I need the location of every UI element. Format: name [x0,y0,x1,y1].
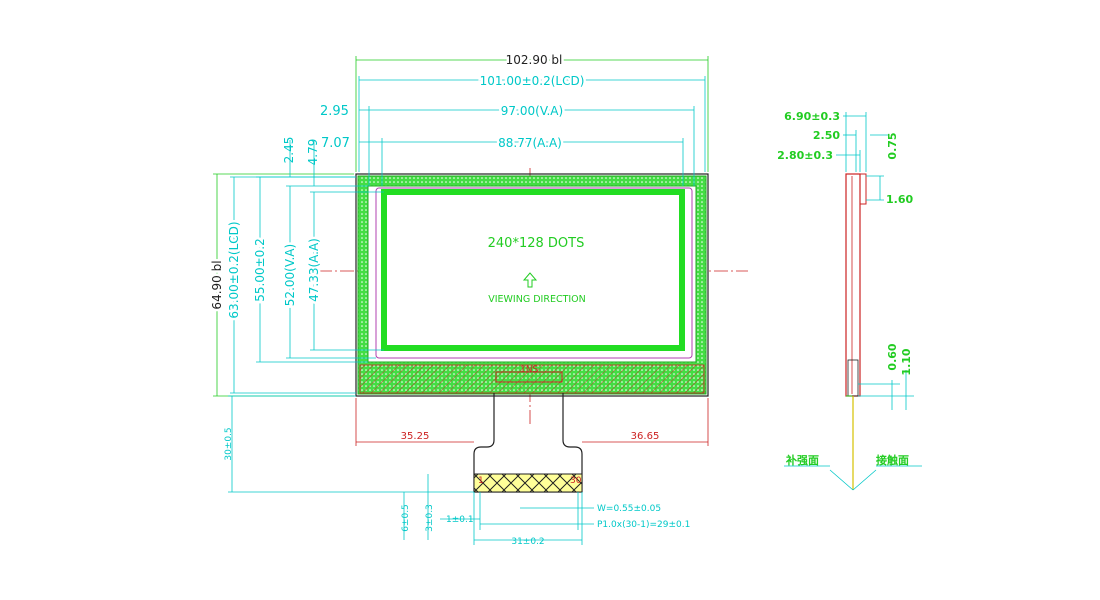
dim-t-280: 2.80±0.3 [777,149,833,162]
dim-pitch: P1.0x(30-1)=29±0.1 [597,520,690,530]
dim-va-height: 52.00(V.A) [283,244,297,306]
dim-outline-height: 64.90 bl [210,260,224,309]
glass-area [367,185,697,363]
dim-stiffener-b: 3±0.3 [425,504,435,532]
dim-fpc-length: 30±0.5 [224,427,234,460]
dim-outline-width: 102.90 bl [506,53,563,67]
left-dimensions: 64.90 bl 63.00±0.2(LCD) 55.00±0.2 52.00(… [208,137,384,397]
dim-t-060: 0.60 [886,343,899,370]
side-view: 6.90±0.3 2.50 2.80±0.3 0.75 1.60 0.60 1.… [777,110,922,491]
ic-label: 1NS [520,365,538,375]
fpc-contact-pins [473,473,583,493]
dim-glass-height: 55.00±0.2 [253,238,267,302]
label-stiffener-side: 补强面 [785,453,819,467]
dim-t-160: 1.60 [886,193,913,206]
viewing-arrow-icon [522,272,538,288]
pin-last-label: 30 [570,476,582,486]
lcd-glass-outline [375,187,693,359]
dim-stiffener-a: 6±0.5 [401,504,411,532]
dim-lcd-height: 63.00±0.2(LCD) [227,221,241,318]
dim-t-075: 0.75 [886,132,899,159]
dim-right-offset: 36.65 [631,431,660,442]
viewing-direction-label: VIEWING DIRECTION [488,294,586,305]
resolution-label: 240*128 DOTS [488,236,585,251]
dim-pin-edge: 1±0.1 [446,515,474,525]
dim-va-offset: 2.95 [320,104,349,119]
dim-lcd-width: 101.00±0.2(LCD) [480,74,585,88]
dim-fpc-width: 31±0.2 [511,537,544,547]
dim-aa-offset: 7.07 [321,136,350,151]
viewing-area [381,189,685,351]
module-outline [355,173,709,397]
ledge-hatch [359,364,705,394]
dim-total-thickness: 6.90±0.3 [784,110,840,123]
dim-aa-height: 47.33(A.A) [307,238,321,302]
front-view: 1NS 240*128 DOTS VIEWING DIRECTION 1 30 [318,168,748,493]
dim-va-width: 97.00(V.A) [501,104,563,118]
dim-pin-width: W=0.55±0.05 [597,504,661,514]
pin-first-label: 1 [478,476,484,486]
top-dimensions: 102.90 bl 101.00±0.2(LCD) 2.95 97.00(V.A… [320,51,709,186]
bottom-dimensions: 35.25 36.65 30±0.5 6±0.5 3±0.3 1±0.1 W=0… [224,395,709,547]
dim-t-110: 1.10 [900,348,913,375]
driver-ic [495,371,563,383]
dim-t-250: 2.50 [813,129,840,142]
dim-aa-width: 88.77(A.A) [498,136,562,150]
dim-va-top: 2.45 [282,137,296,164]
dim-aa-top: 4.79 [306,139,320,166]
dim-left-offset: 35.25 [401,431,430,442]
label-contact-side: 接触面 [876,453,909,467]
